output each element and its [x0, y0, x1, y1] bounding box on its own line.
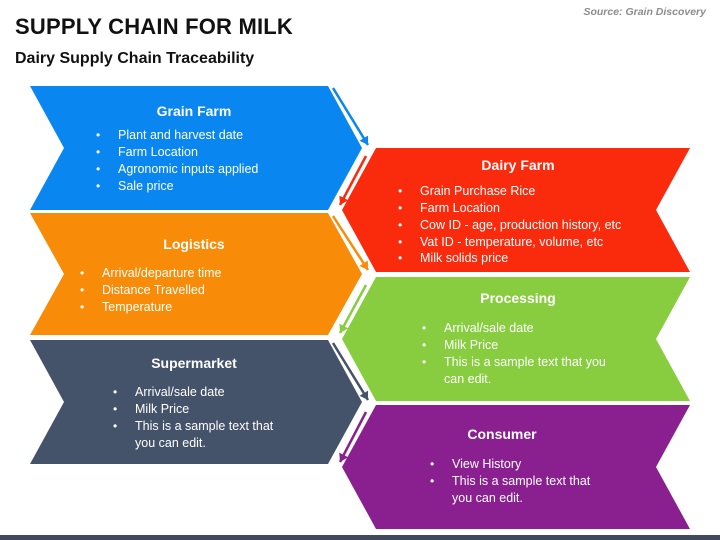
bullet-icon: •	[422, 355, 426, 369]
dairy-farm-item-1: Grain Purchase Rice	[420, 184, 535, 198]
bullet-icon: •	[422, 321, 426, 335]
logistics-title: Logistics	[163, 236, 225, 252]
bullet-icon: •	[398, 251, 402, 265]
bullet-icon: •	[398, 218, 402, 232]
stage-dairy-farm: Dairy Farm • Grain Purchase Rice • Farm …	[342, 148, 690, 272]
logistics-item-1: Arrival/departure time	[102, 266, 222, 280]
grain-farm-item-3: Agronomic inputs applied	[118, 162, 258, 176]
dairy-farm-item-5: Milk solids price	[420, 251, 508, 265]
connectors	[331, 87, 370, 463]
connector-supermarket-to-consumer-arrowhead-icon	[359, 390, 369, 400]
bullet-icon: •	[80, 266, 84, 280]
dairy-farm-title: Dairy Farm	[481, 157, 554, 173]
processing-shape	[342, 277, 690, 401]
bullet-icon: •	[113, 402, 117, 416]
bullet-icon: •	[430, 457, 434, 471]
processing-title: Processing	[480, 290, 555, 306]
dairy-farm-item-3: Cow ID - age, production history, etc	[420, 218, 621, 232]
connector-dairy-to-logistics-arrowhead-icon	[339, 195, 349, 205]
grain-farm-item-2: Farm Location	[118, 145, 198, 159]
connector-grain-to-dairy-arrowhead-icon	[359, 135, 369, 145]
grain-farm-item-4: Sale price	[118, 179, 174, 193]
logistics-item-3: Temperature	[102, 300, 172, 314]
supermarket-title: Supermarket	[151, 355, 237, 371]
consumer-item-2: This is a sample text that	[452, 474, 591, 488]
source-note: Source: Grain Discovery	[583, 6, 706, 18]
bullet-icon: •	[96, 145, 100, 159]
dairy-farm-shape	[342, 148, 690, 272]
processing-item-1: Arrival/sale date	[444, 321, 534, 335]
bullet-icon: •	[113, 385, 117, 399]
bullet-icon: •	[398, 201, 402, 215]
connector-grain-to-dairy-line	[331, 87, 370, 146]
bullet-icon: •	[80, 300, 84, 314]
consumer-title: Consumer	[467, 426, 537, 442]
bullet-icon: •	[96, 128, 100, 142]
page-title: SUPPLY CHAIN FOR MILK	[15, 14, 294, 39]
supermarket-item-2: Milk Price	[135, 402, 189, 416]
logistics-item-2: Distance Travelled	[102, 283, 205, 297]
processing-item-3: This is a sample text that you	[444, 355, 606, 369]
bullet-icon: •	[398, 235, 402, 249]
grain-farm-shape	[30, 86, 362, 210]
footer-bar	[0, 535, 720, 540]
dairy-farm-item-4: Vat ID - temperature, volume, etc	[420, 235, 603, 249]
consumer-item-2-cont: you can edit.	[452, 491, 523, 505]
bullet-icon: •	[80, 283, 84, 297]
stage-supermarket: Supermarket • Arrival/sale date • Milk P…	[30, 340, 362, 464]
consumer-shape	[342, 405, 690, 529]
connector-supermarket-to-consumer-line	[331, 342, 370, 401]
consumer-item-1: View History	[452, 457, 522, 471]
connector-logistics-to-processing-arrowhead-icon	[359, 260, 368, 270]
stage-consumer: Consumer • View History • This is a samp…	[342, 405, 690, 529]
stage-grain-farm: Grain Farm • Plant and harvest date • Fa…	[30, 86, 362, 210]
connector-dairy-to-logistics-line	[338, 155, 368, 206]
bullet-icon: •	[422, 338, 426, 352]
page-subtitle: Dairy Supply Chain Traceability	[15, 50, 255, 67]
dairy-farm-item-2: Farm Location	[420, 201, 500, 215]
connector-consumer-return-arrowhead-icon	[339, 452, 349, 462]
stage-processing: Processing • Arrival/sale date • Milk Pr…	[342, 277, 690, 401]
bullet-icon: •	[113, 419, 117, 433]
bullet-icon: •	[398, 184, 402, 198]
grain-farm-title: Grain Farm	[157, 103, 232, 119]
connector-processing-to-supermarket-arrowhead-icon	[339, 323, 349, 333]
supermarket-item-3-cont: you can edit.	[135, 436, 206, 450]
grain-farm-item-1: Plant and harvest date	[118, 128, 243, 142]
bullet-icon: •	[430, 474, 434, 488]
supermarket-shape	[30, 340, 362, 464]
processing-item-3-cont: can edit.	[444, 372, 491, 386]
logistics-shape	[30, 213, 362, 335]
connector-consumer-return-line	[338, 411, 368, 463]
connector-logistics-to-processing-line	[331, 215, 370, 271]
supermarket-item-1: Arrival/sale date	[135, 385, 225, 399]
stage-logistics: Logistics • Arrival/departure time • Dis…	[30, 213, 362, 335]
bullet-icon: •	[96, 162, 100, 176]
bullet-icon: •	[96, 179, 100, 193]
connector-processing-to-supermarket-line	[338, 284, 368, 334]
processing-item-2: Milk Price	[444, 338, 498, 352]
supermarket-item-3: This is a sample text that	[135, 419, 274, 433]
